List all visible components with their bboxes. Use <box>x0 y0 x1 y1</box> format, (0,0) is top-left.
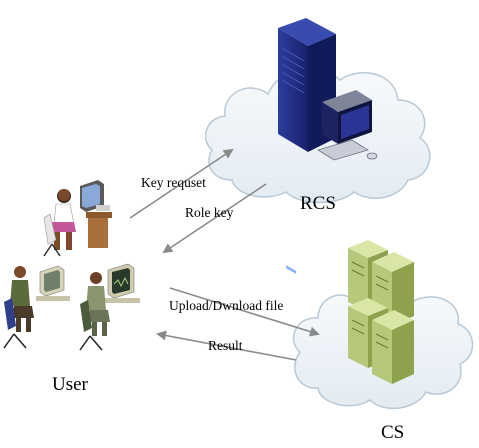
cs-server-icon <box>348 240 414 384</box>
upload-download-arrow <box>169 287 320 337</box>
rcs-label: RCS <box>300 193 336 214</box>
result-arrow <box>156 330 297 361</box>
user-man-left-workstation-icon <box>3 265 70 349</box>
upload-download-label: Upload/Dwnload file <box>169 298 284 313</box>
result-label: Result <box>208 338 243 353</box>
user-man-right-workstation-icon <box>79 263 140 351</box>
key-request-arrow <box>129 148 234 219</box>
user-label: User <box>52 374 88 395</box>
cs-label: CS <box>381 422 405 443</box>
role-key-label: Role key <box>185 205 234 220</box>
role-key-arrow <box>162 183 267 254</box>
user-woman-workstation-icon <box>43 180 112 257</box>
rcs-monitor-icon <box>317 90 378 161</box>
key-request-label: Key requset <box>141 175 206 190</box>
rcs-server-icon <box>278 18 336 274</box>
